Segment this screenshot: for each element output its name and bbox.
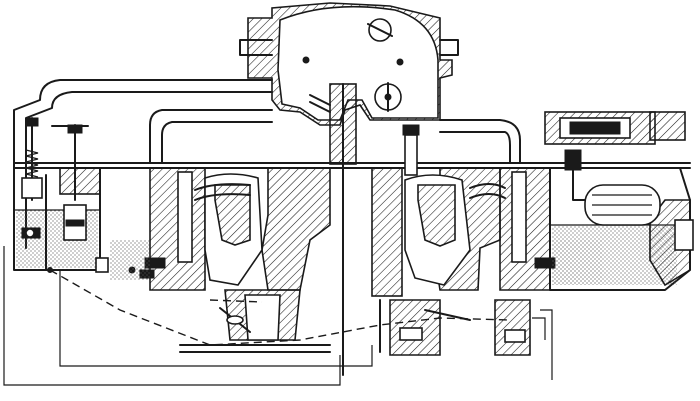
right-mixing-chamber [371, 124, 551, 356]
bottom-linkage-rods [3, 246, 553, 386]
screw-head-left [302, 56, 310, 64]
linkage-pivot [47, 267, 53, 273]
choke-shaft-symbol [374, 82, 402, 112]
central-vent-tube [309, 83, 357, 376]
accelerator-pump [21, 117, 89, 201]
right-needle-valve [564, 149, 586, 201]
choke-valve-symbol [367, 18, 393, 42]
primary-throttle [219, 307, 251, 333]
left-needle-valve [21, 227, 41, 239]
float [584, 184, 661, 226]
right-air-passage [439, 119, 521, 164]
left-air-passage [13, 79, 273, 261]
left-float-chamber [13, 167, 101, 271]
screw-head-right [396, 58, 404, 66]
right-float-chamber [544, 111, 694, 291]
left-idle-jet [95, 240, 166, 280]
throttle-linkage [49, 269, 511, 346]
